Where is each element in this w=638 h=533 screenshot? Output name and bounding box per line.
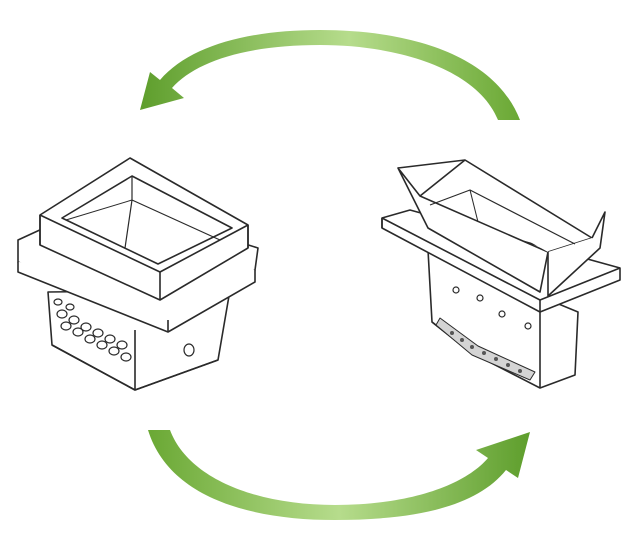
curved-arrow-bottom-icon [148, 430, 530, 520]
square-burn-pot-icon [17, 157, 259, 391]
rectangular-burn-pot-icon [381, 159, 621, 389]
curved-arrow-top-icon [140, 30, 520, 120]
